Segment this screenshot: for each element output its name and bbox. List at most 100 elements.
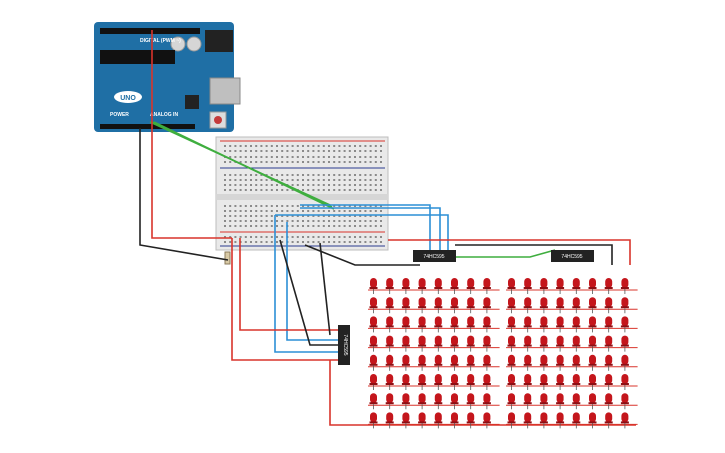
breadboard-hole[interactable] xyxy=(229,241,232,243)
led[interactable] xyxy=(556,278,565,294)
led[interactable] xyxy=(434,278,443,294)
breadboard-hole[interactable] xyxy=(322,205,325,207)
led[interactable] xyxy=(401,316,410,333)
breadboard-hole[interactable] xyxy=(302,220,304,222)
breadboard-hole[interactable] xyxy=(359,189,362,191)
breadboard-hole[interactable] xyxy=(380,215,382,217)
breadboard-hole[interactable] xyxy=(291,215,294,217)
breadboard-hole[interactable] xyxy=(302,241,304,243)
breadboard-hole[interactable] xyxy=(276,205,278,207)
breadboard-hole[interactable] xyxy=(244,205,247,207)
breadboard-hole[interactable] xyxy=(224,145,226,147)
led[interactable] xyxy=(466,412,475,429)
breadboard-hole[interactable] xyxy=(348,174,351,176)
breadboard-hole[interactable] xyxy=(255,236,258,238)
led[interactable] xyxy=(507,278,516,294)
breadboard-hole[interactable] xyxy=(276,174,278,176)
breadboard-hole[interactable] xyxy=(312,210,315,212)
breadboard-hole[interactable] xyxy=(380,210,382,212)
breadboard-hole[interactable] xyxy=(333,210,336,212)
breadboard-hole[interactable] xyxy=(380,225,382,227)
led[interactable] xyxy=(369,297,378,314)
breadboard-hole[interactable] xyxy=(239,210,242,212)
breadboard-hole[interactable] xyxy=(338,241,341,243)
breadboard-hole[interactable] xyxy=(307,210,310,212)
breadboard-hole[interactable] xyxy=(322,184,325,186)
breadboard-hole[interactable] xyxy=(286,145,289,147)
led[interactable] xyxy=(482,412,491,429)
breadboard-hole[interactable] xyxy=(307,241,310,243)
breadboard-hole[interactable] xyxy=(265,161,268,163)
led[interactable] xyxy=(523,316,532,333)
breadboard-hole[interactable] xyxy=(380,150,382,152)
breadboard-hole[interactable] xyxy=(307,205,310,207)
breadboard-hole[interactable] xyxy=(380,184,382,186)
breadboard-hole[interactable] xyxy=(364,184,367,186)
breadboard-hole[interactable] xyxy=(229,205,232,207)
breadboard-hole[interactable] xyxy=(255,145,258,147)
breadboard-hole[interactable] xyxy=(317,236,320,238)
led[interactable] xyxy=(466,297,475,314)
led[interactable] xyxy=(434,354,443,371)
breadboard-hole[interactable] xyxy=(317,161,320,163)
breadboard-hole[interactable] xyxy=(380,161,382,163)
breadboard-hole[interactable] xyxy=(296,179,299,181)
breadboard-hole[interactable] xyxy=(255,220,258,222)
breadboard-hole[interactable] xyxy=(328,161,330,163)
led[interactable] xyxy=(418,335,427,352)
breadboard-hole[interactable] xyxy=(265,150,268,152)
breadboard-hole[interactable] xyxy=(317,174,320,176)
breadboard-hole[interactable] xyxy=(296,145,299,147)
breadboard-hole[interactable] xyxy=(369,150,372,152)
led[interactable] xyxy=(450,374,459,390)
led[interactable] xyxy=(385,393,394,410)
led[interactable] xyxy=(369,412,378,429)
breadboard-hole[interactable] xyxy=(307,150,310,152)
led[interactable] xyxy=(588,374,597,390)
breadboard-hole[interactable] xyxy=(291,150,294,152)
breadboard-hole[interactable] xyxy=(364,189,367,191)
breadboard-hole[interactable] xyxy=(239,205,242,207)
breadboard-hole[interactable] xyxy=(276,236,278,238)
breadboard-hole[interactable] xyxy=(281,215,284,217)
breadboard-hole[interactable] xyxy=(354,174,356,176)
breadboard-hole[interactable] xyxy=(291,156,294,158)
breadboard-hole[interactable] xyxy=(255,184,258,186)
breadboard-hole[interactable] xyxy=(296,236,299,238)
breadboard-hole[interactable] xyxy=(255,210,258,212)
breadboard-hole[interactable] xyxy=(348,150,351,152)
breadboard-hole[interactable] xyxy=(244,215,247,217)
breadboard-hole[interactable] xyxy=(359,145,362,147)
breadboard-hole[interactable] xyxy=(286,179,289,181)
breadboard-hole[interactable] xyxy=(224,220,226,222)
breadboard-hole[interactable] xyxy=(348,236,351,238)
breadboard-hole[interactable] xyxy=(244,220,247,222)
breadboard-hole[interactable] xyxy=(255,189,258,191)
breadboard-hole[interactable] xyxy=(234,220,237,222)
led[interactable] xyxy=(604,354,613,371)
breadboard-hole[interactable] xyxy=(270,215,273,217)
breadboard-hole[interactable] xyxy=(348,161,351,163)
breadboard-hole[interactable] xyxy=(244,174,247,176)
breadboard-hole[interactable] xyxy=(286,205,289,207)
breadboard-hole[interactable] xyxy=(270,174,273,176)
shift-register-left[interactable]: 74HC595 xyxy=(338,325,350,365)
breadboard-hole[interactable] xyxy=(348,179,351,181)
breadboard-hole[interactable] xyxy=(374,215,377,217)
breadboard-hole[interactable] xyxy=(322,210,325,212)
led[interactable] xyxy=(588,316,597,333)
breadboard-hole[interactable] xyxy=(348,189,351,191)
breadboard-hole[interactable] xyxy=(312,156,315,158)
breadboard-hole[interactable] xyxy=(244,236,247,238)
led[interactable] xyxy=(507,412,516,429)
breadboard-hole[interactable] xyxy=(364,210,367,212)
breadboard-hole[interactable] xyxy=(343,150,346,152)
breadboard-hole[interactable] xyxy=(291,210,294,212)
breadboard-hole[interactable] xyxy=(234,205,237,207)
breadboard-hole[interactable] xyxy=(229,215,232,217)
breadboard-hole[interactable] xyxy=(260,156,263,158)
breadboard-hole[interactable] xyxy=(317,156,320,158)
breadboard-hole[interactable] xyxy=(359,205,362,207)
breadboard-hole[interactable] xyxy=(255,215,258,217)
breadboard-hole[interactable] xyxy=(286,215,289,217)
